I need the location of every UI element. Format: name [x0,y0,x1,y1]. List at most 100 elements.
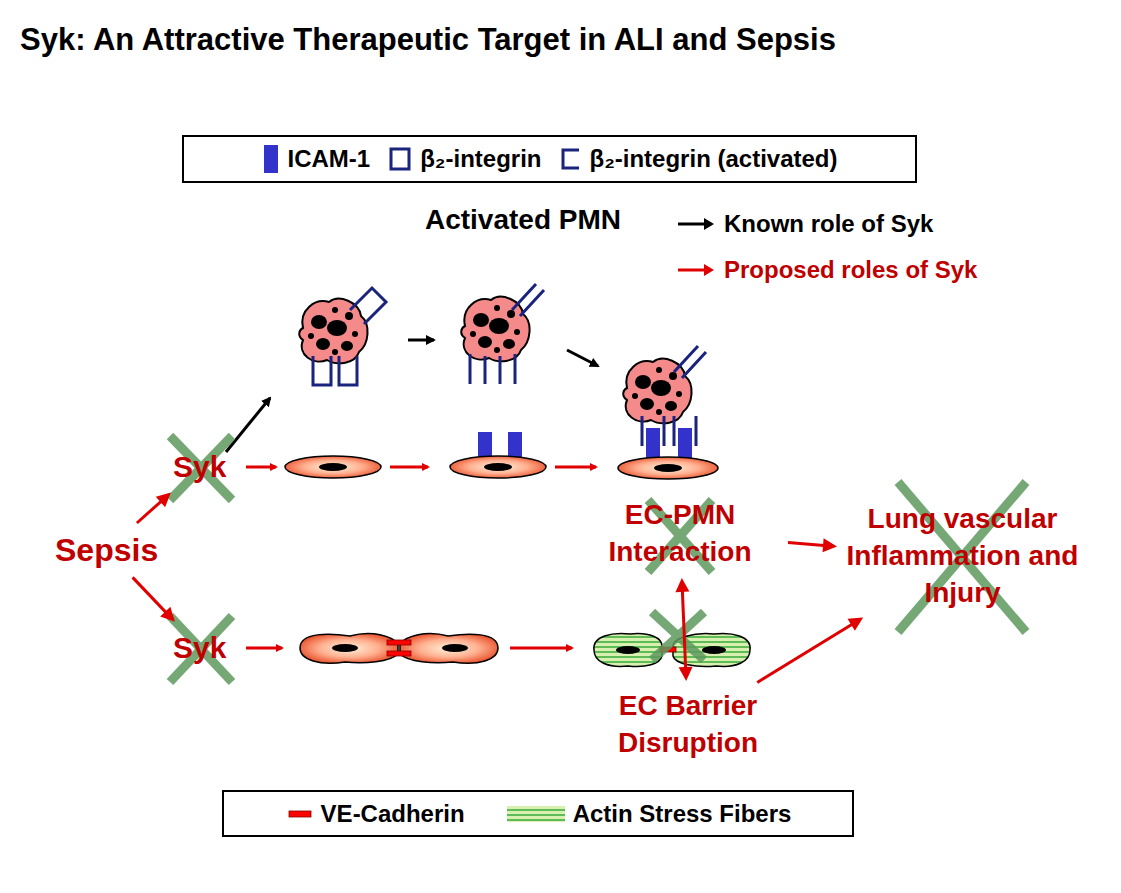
endothelial-cell [484,463,512,471]
endothelial-monolayer [400,634,498,664]
legend-sample [559,143,583,175]
disrupted-monolayer [594,634,662,667]
text-node: Syk [167,624,232,672]
proposed-role-arrow [246,647,282,650]
legend-sample [676,208,716,240]
connector [133,577,175,621]
proposed-role-arrow [246,467,596,648]
pmn-cell [646,428,660,460]
pmn-cell [512,284,544,316]
endothelial-cell [285,456,381,478]
known-role-arrow [567,350,598,366]
endothelial-cell [450,456,546,478]
legend-text: β₂-integrin (activated) [589,145,837,173]
endothelial-monolayer [387,651,411,656]
endothelial-cell [478,432,492,457]
pmn-cell [299,288,386,385]
arrowhead [679,667,693,681]
connector [757,617,863,682]
proposed-role-arrow [555,466,596,469]
pmn-cell [674,346,706,378]
arrowhead [675,578,689,592]
pmn-cell [461,297,529,361]
pmn-cell [299,299,367,363]
legend-sample [676,254,716,286]
endothelial-monolayer [332,644,358,652]
legend-item: β₂-integrin [388,143,541,175]
legend-item: β₂-integrin (activated) [559,143,837,175]
pmn-cell [678,428,692,460]
endothelial-cell [508,432,522,457]
legend-item: Actin Stress Fibers [505,798,792,830]
arrowhead [848,617,864,630]
endothelial-cell [618,457,718,479]
node-text: Syk [173,628,226,668]
node-text: EC Barrier Disruption [589,688,787,762]
legend-item: Proposed roles of Syk [676,254,977,286]
legend-item: ICAM-1 [262,143,371,175]
legend-sample [505,798,567,830]
text-node: Sepsis [49,525,164,575]
disrupted-monolayer [616,646,640,654]
legend-text: VE-Cadherin [321,800,465,828]
endothelial-cell [285,456,381,478]
node-text: EC-PMN Interaction [581,497,779,571]
pmn-cell [350,288,386,324]
endothelial-cell [618,457,718,479]
connector [788,538,837,552]
endothelial-monolayer [300,634,398,664]
endothelial-cell [654,464,682,472]
cell-label: Activated PMN [423,206,623,234]
legend-text: β₂-integrin [420,145,541,173]
connector-line [788,543,827,546]
connector-line [757,623,854,683]
legend-sample [285,798,315,830]
pmn-cell [623,346,706,460]
endothelial-cell [319,463,347,471]
known-role-arrow [226,340,598,452]
pmn-cell [313,356,357,385]
connector [137,493,171,523]
inhibition-cross [170,436,232,500]
endothelial-monolayer [300,634,498,664]
arrowhead [156,493,171,508]
legend-text: ICAM-1 [288,145,371,173]
inhibition-cross [652,612,704,660]
legend-sample [388,143,414,175]
connector-line [682,588,685,671]
node-text: Syk [173,447,226,487]
text-node: Lung vascular Inflammation and Injury [840,497,1085,616]
connector-line [137,499,164,523]
legend-text: Proposed roles of Syk [724,256,977,284]
pmn-cell [623,359,691,423]
pmn-cell [461,284,544,384]
known-role-arrow [408,339,434,342]
legend-box: ICAM-1 β₂-integrin β₂-integrin (activated) [182,135,917,183]
known-role-arrow [226,398,270,452]
text-node: EC-PMN Interaction [575,493,785,575]
diagram-title: Syk: An Attractive Therapeutic Target in… [20,22,836,58]
text-node: Syk [167,443,232,491]
proposed-role-arrow [390,466,428,469]
arrowhead [160,607,175,622]
connector [675,578,692,681]
connector-line [133,577,168,614]
node-text: Lung vascular Inflammation and Injury [846,501,1079,612]
proposed-role-arrow [246,466,276,469]
arrowhead [822,538,837,552]
node-text: Sepsis [55,529,158,571]
legend-item: Known role of Syk [676,208,933,240]
text-node: EC Barrier Disruption [583,684,793,766]
endothelial-monolayer [387,640,411,645]
endothelial-cell [450,432,546,478]
legend-text: Known role of Syk [724,210,933,238]
legend-sample [262,143,282,175]
legend-box: VE-Cadherin Actin Stress Fibers [222,790,854,837]
legend-item: VE-Cadherin [285,798,465,830]
legend-text: Actin Stress Fibers [573,800,792,828]
pmn-cell [642,416,696,446]
endothelial-monolayer [442,644,468,652]
